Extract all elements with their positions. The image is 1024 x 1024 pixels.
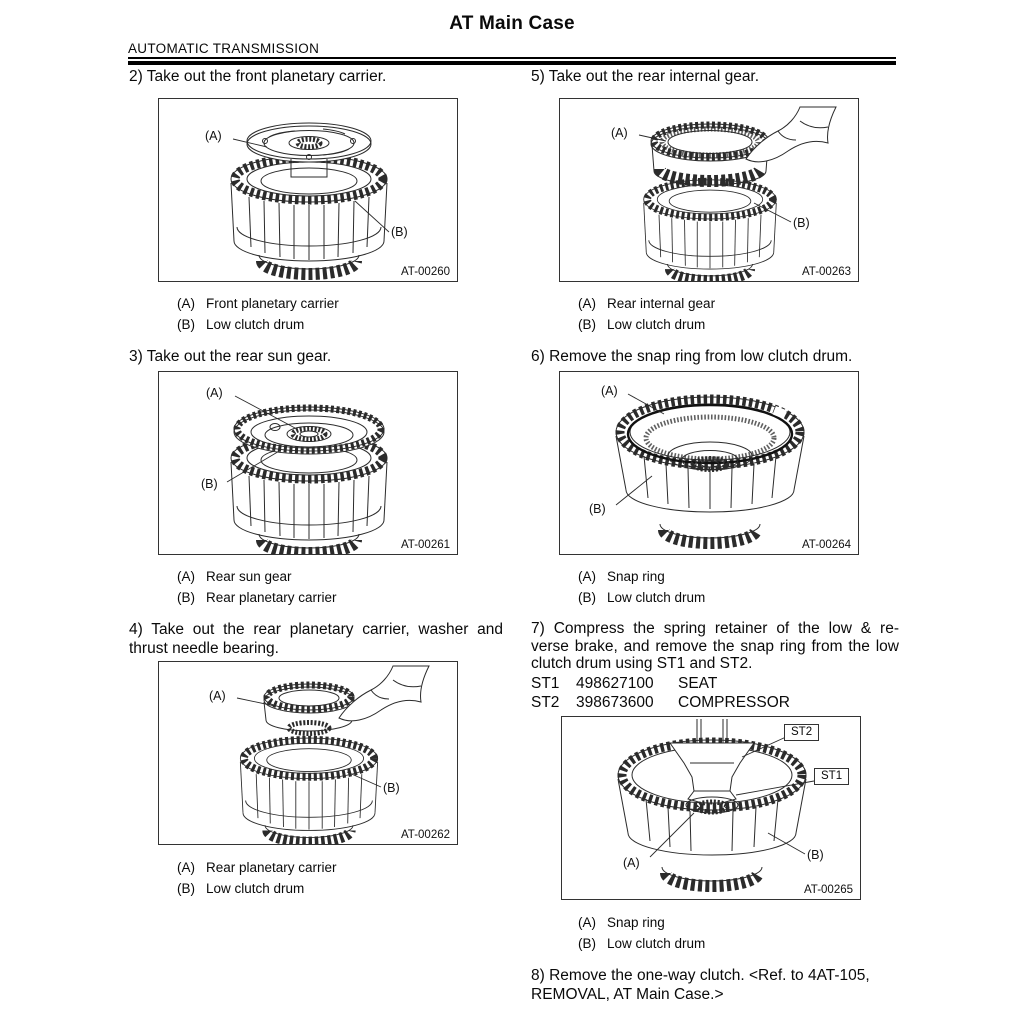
- step-2-heading: 2) Take out the front planetary carrier.: [129, 68, 387, 85]
- rear-sun-gear-illustration: [159, 395, 457, 554]
- figure-id: AT-00260: [400, 266, 450, 278]
- figure-id: AT-00261: [400, 539, 450, 551]
- figure-id: AT-00263: [801, 266, 851, 278]
- step-8-line2: REMOVAL, AT Main Case.>: [531, 986, 724, 1003]
- front-planetary-carrier-illustration: [159, 122, 457, 281]
- step-6-heading: 6) Remove the snap ring from low clutch …: [531, 348, 853, 365]
- step-7-paragraph: 7) Compress the spring retainer of the l…: [531, 620, 899, 673]
- caption-b: (B) Low clutch drum: [177, 881, 304, 897]
- figure-at-00263: (A) (B) AT-00263: [559, 98, 859, 282]
- callout-b: (B): [807, 848, 824, 862]
- caption-key: (A): [578, 296, 596, 311]
- caption-text: Low clutch drum: [206, 881, 305, 896]
- caption-text: Front planetary carrier: [206, 296, 339, 311]
- step-5-heading: 5) Take out the rear internal gear.: [531, 68, 760, 85]
- caption-a: (A) Snap ring: [578, 569, 665, 585]
- caption-text: Rear sun gear: [206, 569, 292, 584]
- step-8-heading: 8) Remove the one-way clutch. <Ref. to 4…: [531, 966, 903, 1004]
- callout-a: (A): [206, 386, 223, 400]
- step-4-heading-line2: thrust needle bearing.: [129, 640, 279, 657]
- figure-id: AT-00264: [801, 539, 851, 551]
- caption-a: (A) Rear planetary carrier: [177, 860, 337, 876]
- caption-key: (A): [177, 296, 195, 311]
- caption-key: (A): [177, 569, 195, 584]
- caption-key: (B): [578, 317, 596, 332]
- step-3-heading: 3) Take out the rear sun gear.: [129, 348, 332, 365]
- caption-key: (B): [578, 936, 596, 951]
- caption-text: Low clutch drum: [607, 590, 706, 605]
- page-title: AT Main Case: [449, 13, 575, 34]
- tool-row-st2: ST2 398673600 COMPRESSOR: [531, 693, 899, 712]
- figure-id: AT-00262: [400, 829, 450, 841]
- special-tools-list: ST1 498627100 SEAT ST2 398673600 COMPRES…: [531, 674, 899, 712]
- rear-internal-gear-removal-illustration: [560, 106, 837, 281]
- tool-st-label: ST1: [531, 675, 560, 692]
- callout-b: (B): [383, 781, 400, 795]
- caption-b: (B) Low clutch drum: [177, 317, 304, 333]
- caption-b: (B) Low clutch drum: [578, 317, 705, 333]
- callout-a: (A): [209, 689, 226, 703]
- caption-a: (A) Snap ring: [578, 915, 665, 931]
- figure-at-00265: ST2 ST1 (A) (B) AT-00265: [561, 716, 861, 900]
- spring-compressor-illustration: [617, 719, 815, 892]
- figure-at-00264: (A) (B) AT-00264: [559, 371, 859, 555]
- tool-part-number: 498627100: [576, 675, 654, 692]
- step-8-line1: 8) Remove the one-way clutch. <Ref. to 4…: [531, 967, 870, 984]
- callout-a: (A): [601, 384, 618, 398]
- header-rule-thin: [128, 57, 896, 59]
- callout-b: (B): [793, 216, 810, 230]
- caption-text: Snap ring: [607, 569, 665, 584]
- step-7-line3: clutch drum using ST1 and ST2.: [531, 655, 753, 673]
- caption-text: Rear planetary carrier: [206, 590, 337, 605]
- step-7-line1: 7) Compress the spring retainer of the l…: [531, 620, 899, 637]
- caption-text: Rear internal gear: [607, 296, 716, 311]
- caption-a: (A) Rear sun gear: [177, 569, 292, 585]
- figure-at-00262: (A) (B) AT-00262: [158, 661, 458, 845]
- caption-text: Low clutch drum: [607, 317, 706, 332]
- caption-b: (B) Low clutch drum: [578, 936, 705, 952]
- caption-text: Low clutch drum: [206, 317, 305, 332]
- figure-at-00260: (A) (B) AT-00260: [158, 98, 458, 282]
- st2-tag: ST2: [784, 724, 820, 741]
- tool-name: COMPRESSOR: [678, 694, 790, 711]
- step-4-heading-line1: 4) Take out the rear planetary carrier, …: [129, 621, 503, 638]
- caption-b: (B) Low clutch drum: [578, 590, 705, 606]
- caption-key: (B): [578, 590, 596, 605]
- figure-at-00261: (A) (B) AT-00261: [158, 371, 458, 555]
- caption-text: Low clutch drum: [607, 936, 706, 951]
- rear-planetary-carrier-removal-illustration: [159, 665, 430, 844]
- tool-name: SEAT: [678, 675, 718, 692]
- caption-a: (A) Rear internal gear: [578, 296, 715, 312]
- caption-key: (B): [177, 881, 195, 896]
- caption-text: Rear planetary carrier: [206, 860, 337, 875]
- figure-id: AT-00265: [803, 884, 853, 896]
- caption-key: (A): [578, 915, 596, 930]
- section-header: AUTOMATIC TRANSMISSION: [128, 41, 320, 56]
- caption-key: (A): [177, 860, 195, 875]
- caption-text: Snap ring: [607, 915, 665, 930]
- caption-key: (A): [578, 569, 596, 584]
- caption-a: (A) Front planetary carrier: [177, 296, 339, 312]
- callout-b: (B): [201, 477, 218, 491]
- tool-st-label: ST2: [531, 694, 560, 711]
- caption-key: (B): [177, 317, 195, 332]
- callout-b: (B): [391, 225, 408, 239]
- snap-ring-drum-illustration: [615, 393, 805, 549]
- step-4-heading: 4) Take out the rear planetary carrier, …: [129, 620, 503, 658]
- callout-a: (A): [611, 126, 628, 140]
- tool-row-st1: ST1 498627100 SEAT: [531, 674, 899, 693]
- callout-a: (A): [623, 856, 640, 870]
- caption-key: (B): [177, 590, 195, 605]
- tool-part-number: 398673600: [576, 694, 654, 711]
- callout-a: (A): [205, 129, 222, 143]
- header-rule-thick: [128, 60, 896, 65]
- step-7-line2: verse brake, and remove the snap ring fr…: [531, 637, 899, 655]
- callout-b: (B): [589, 502, 606, 516]
- st1-tag: ST1: [814, 768, 850, 785]
- caption-b: (B) Rear planetary carrier: [177, 590, 337, 606]
